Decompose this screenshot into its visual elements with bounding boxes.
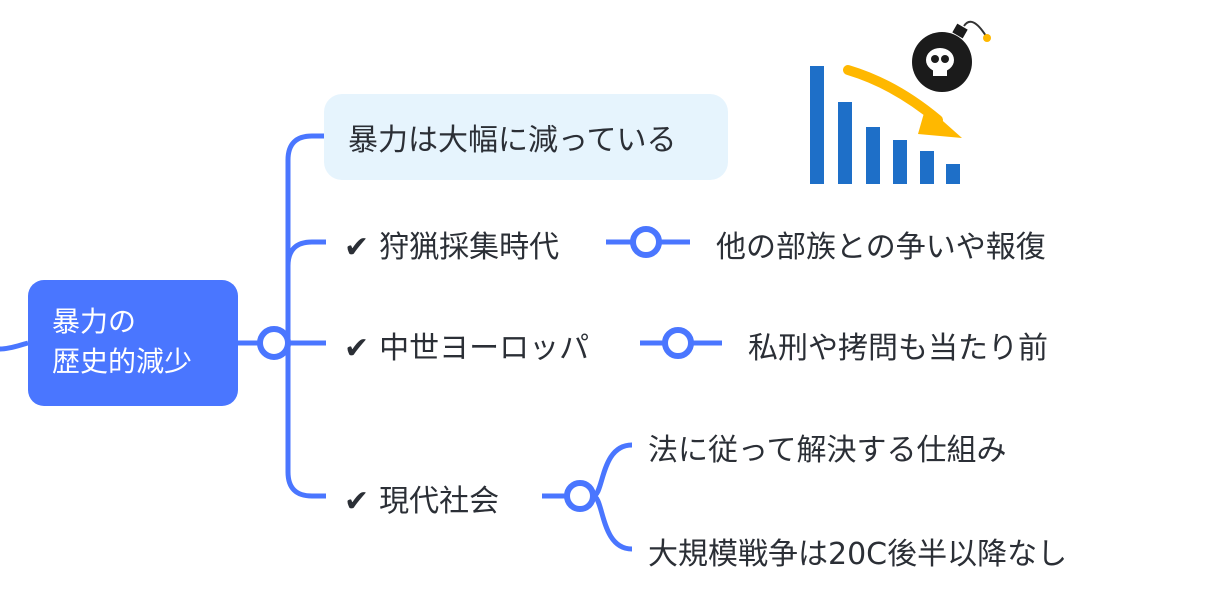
leaf-tribal-conflict[interactable]: 他の部族との争いや報復: [716, 230, 1046, 265]
hub-connector: [257, 326, 291, 360]
topic-label: 狩猟採集時代: [379, 230, 560, 265]
topic-hunter-gatherer[interactable]: ✔ 狩猟採集時代: [344, 222, 559, 266]
leaf-no-major-war[interactable]: 大規模戦争は20C後半以降なし: [648, 537, 1068, 572]
root-title-line-1: 暴力の: [52, 305, 137, 338]
decline-illustration: [810, 20, 991, 184]
skull-bomb-icon: [912, 20, 991, 92]
root-title-line-2: 歴史的減少: [52, 345, 193, 378]
leaf-torture[interactable]: 私刑や拷問も当たり前: [748, 331, 1048, 366]
root-node[interactable]: 暴力の 歴史的減少: [28, 280, 238, 406]
declining-bar-chart-icon: [810, 66, 960, 184]
topic-label: 中世ヨーロッパ: [379, 331, 590, 366]
check-icon: ✔: [344, 230, 370, 265]
summary-text: 暴力は大幅に減っている: [348, 123, 677, 158]
topic-label: 現代社会: [379, 484, 500, 519]
topic-modern-society[interactable]: ✔ 現代社会: [344, 476, 499, 520]
check-icon: ✔: [344, 484, 370, 519]
summary-node[interactable]: 暴力は大幅に減っている: [324, 94, 728, 180]
topic-medieval-europe[interactable]: ✔ 中世ヨーロッパ: [344, 323, 589, 367]
leaf-rule-of-law[interactable]: 法に従って解決する仕組み: [648, 433, 1007, 468]
down-arrow-icon: [843, 65, 962, 138]
check-icon: ✔: [344, 331, 370, 366]
